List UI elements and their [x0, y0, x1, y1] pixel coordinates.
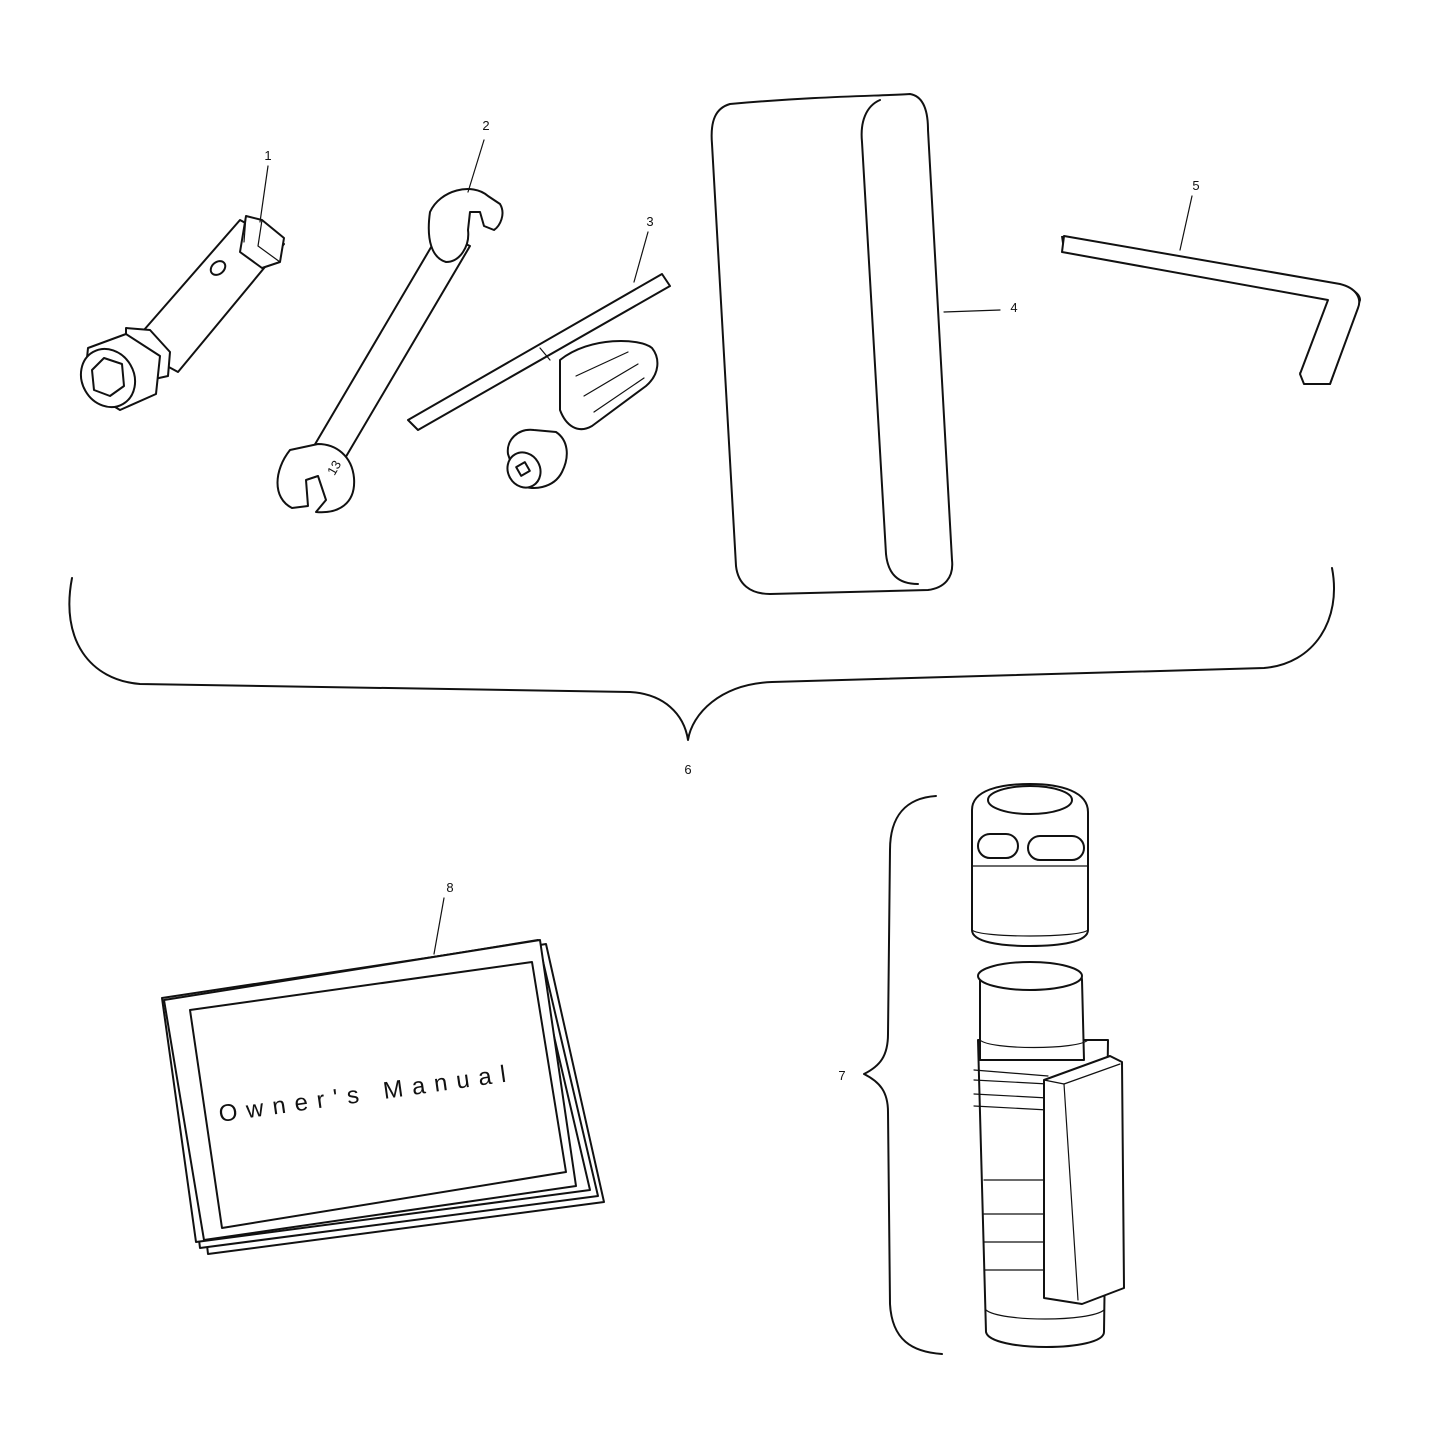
- hex-key-part: 5: [1061, 178, 1361, 385]
- spark-plug-socket-part: 1: [79, 148, 285, 411]
- callout-7: 7: [838, 1068, 845, 1083]
- callout-8: 8: [446, 880, 453, 895]
- callout-5: 5: [1192, 178, 1199, 193]
- open-end-wrench-part: 13 2: [276, 118, 504, 514]
- callout-4: 4: [1010, 300, 1017, 315]
- screwdriver-part: 3: [407, 214, 671, 489]
- owners-manual-part: 8 Owner's Manual: [161, 880, 605, 1255]
- tool-pouch-part: 4: [710, 93, 1018, 595]
- tool-kit-brace: 6: [68, 567, 1335, 777]
- callout-6: 6: [684, 762, 691, 777]
- callout-1: 1: [264, 148, 271, 163]
- wrench-size-marking: 13: [324, 458, 344, 478]
- canister-part: 7: [838, 783, 1125, 1355]
- callout-2: 2: [482, 118, 489, 133]
- callout-3: 3: [646, 214, 653, 229]
